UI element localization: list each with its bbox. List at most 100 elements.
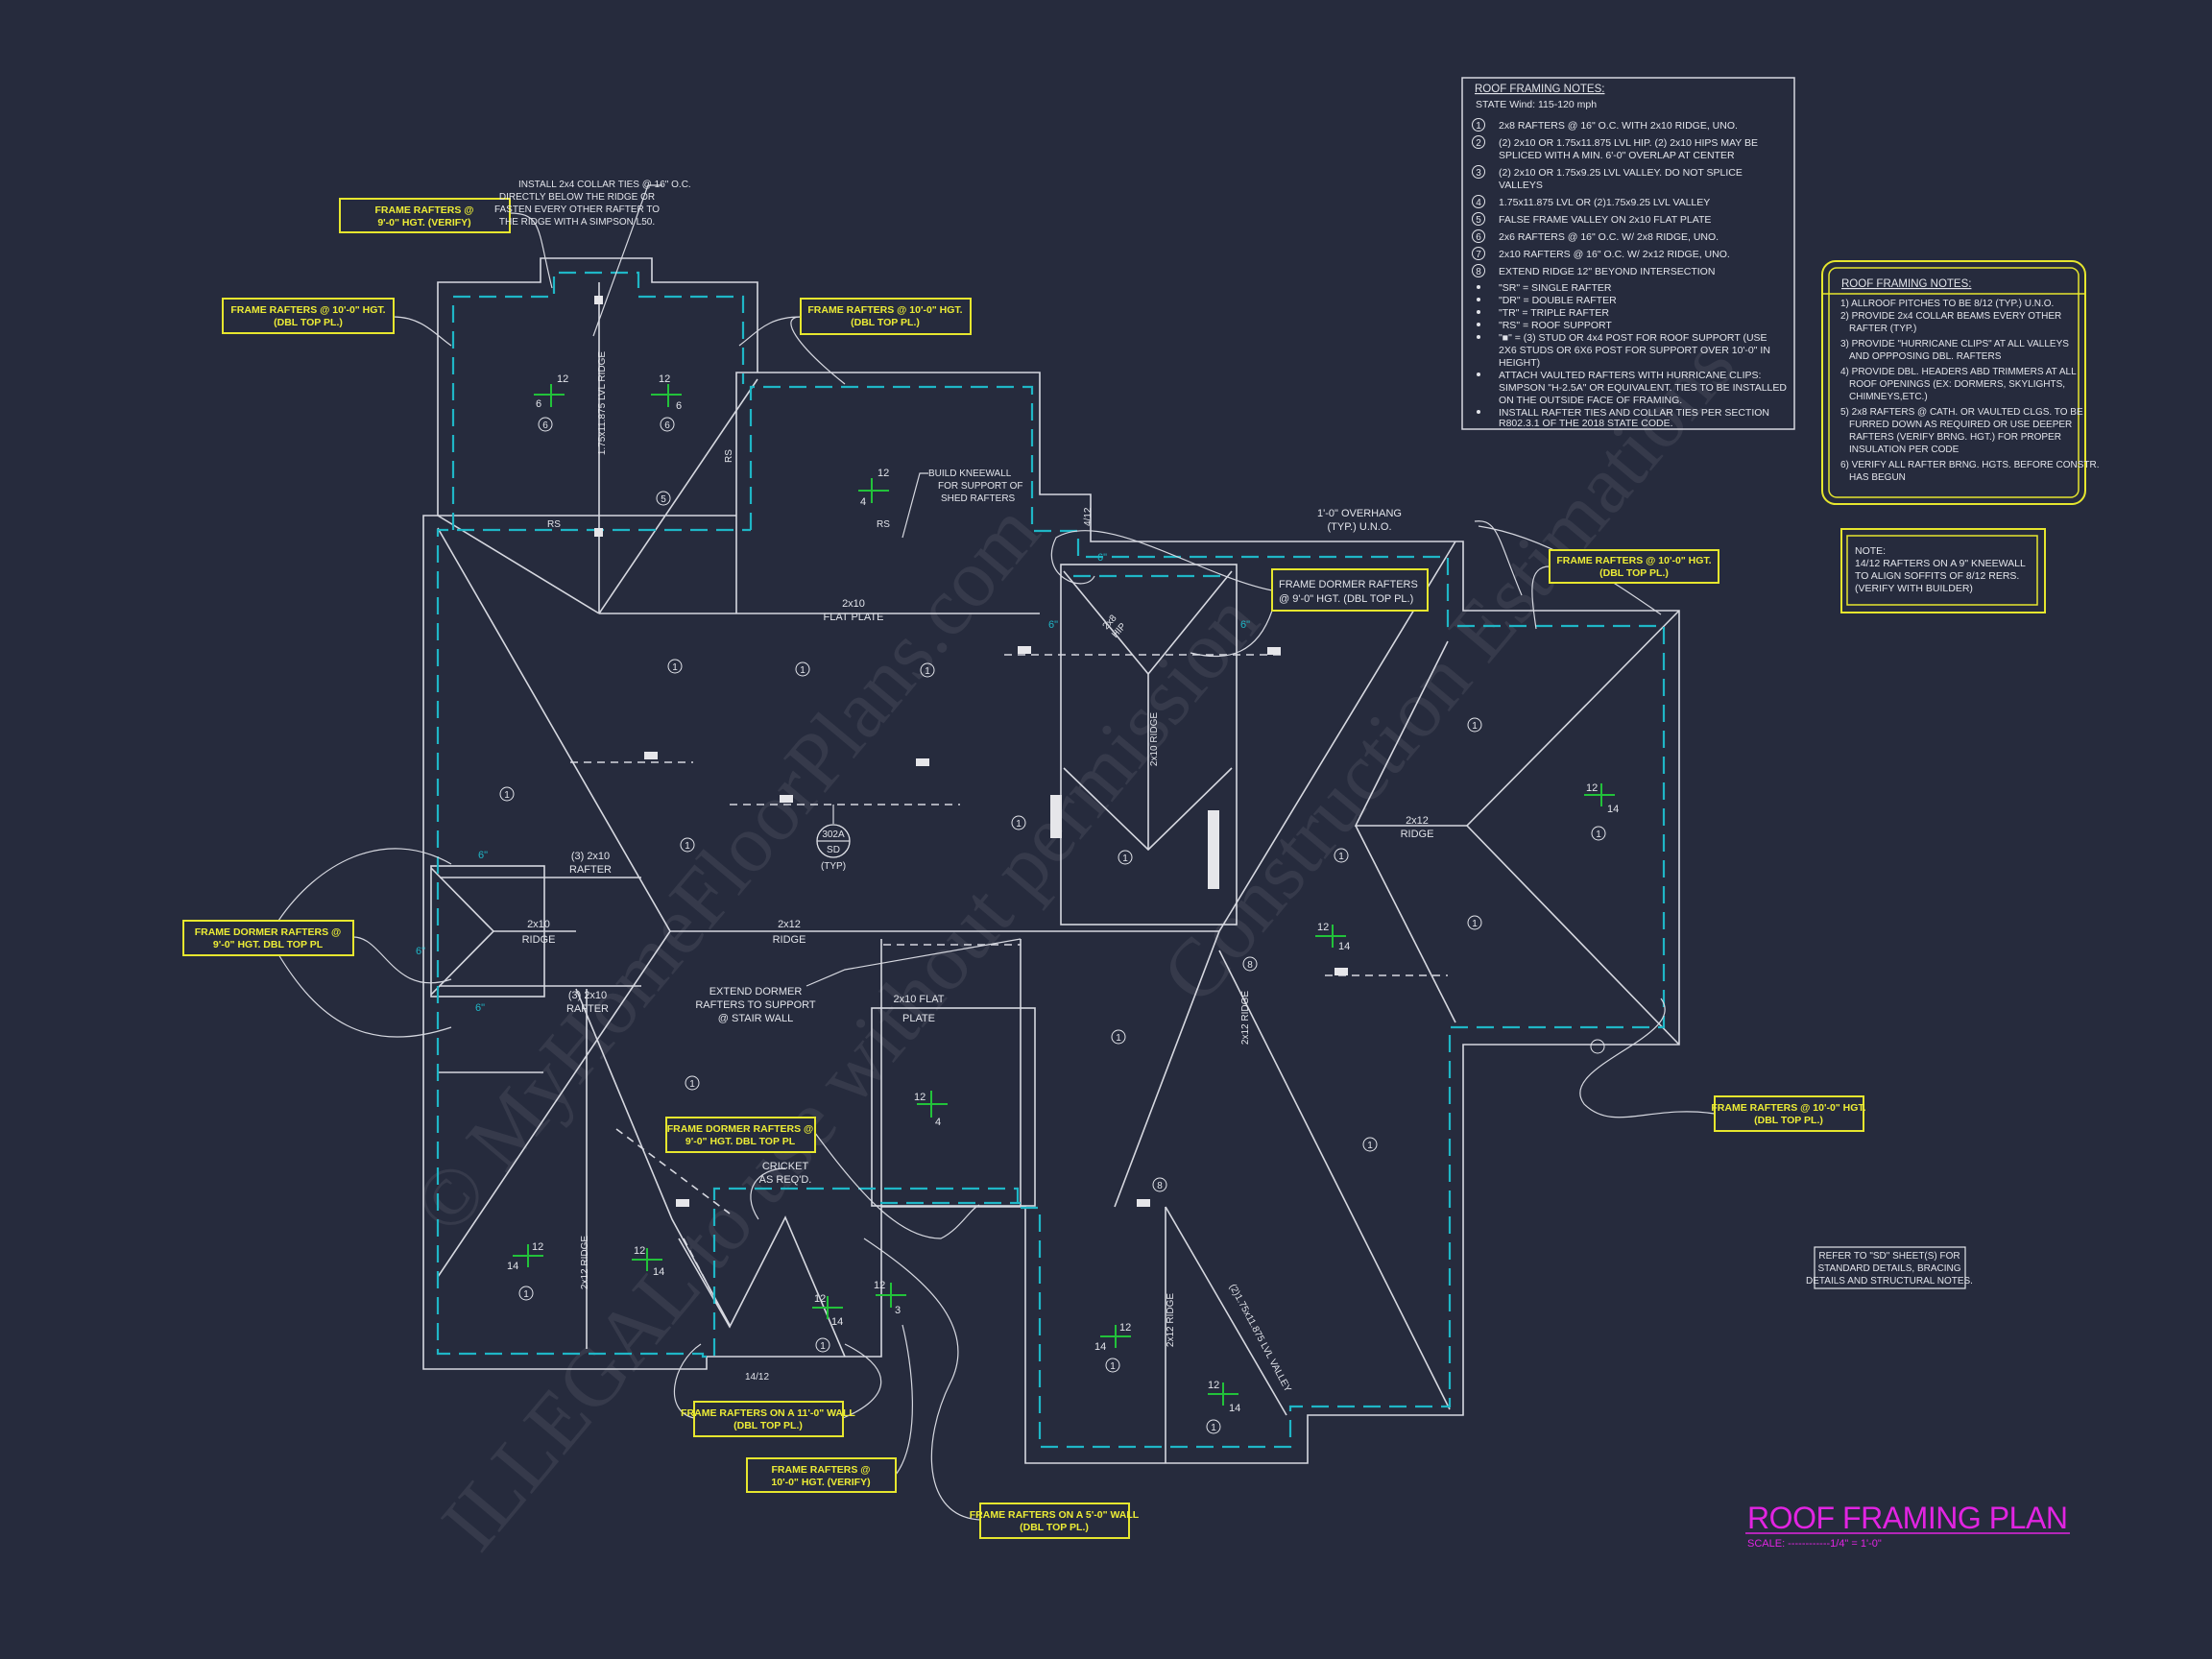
drawing-mark — [660, 417, 675, 432]
drawing-label: 9'-0" HGT. (VERIFY) — [377, 217, 470, 228]
drawing-label: PLATE — [902, 1013, 935, 1024]
drawing-label: 6 — [536, 398, 541, 410]
callout: FRAME RAFTERS @9'-0" HGT. (VERIFY) — [339, 198, 511, 233]
drawing-mark — [222, 298, 395, 334]
drawing-label: 12 — [634, 1245, 645, 1257]
drawing-mark — [917, 1091, 948, 1118]
drawing-label: 2x12 — [1406, 815, 1429, 827]
drawing-label: 1 — [1472, 919, 1478, 929]
note-number-icon — [1472, 135, 1485, 149]
tag-icon: 1 — [499, 786, 515, 802]
drawing-label: FRAME DORMER RAFTERS @ — [195, 926, 342, 938]
drawing-label: THE RIDGE WITH A SIMPSON L50. — [499, 217, 655, 228]
callout: FRAME DORMER RAFTERS @9'-0" HGT. DBL TOP… — [665, 1117, 816, 1153]
note-item: FALSE FRAME VALLEY ON 2x10 FLAT PLATE — [1499, 214, 1711, 226]
general-note-line: RAFTERS (VERIFY BRNG. HGT.) FOR PROPER — [1849, 432, 2061, 443]
tag-icon: 1 — [685, 1075, 700, 1091]
general-note-line: ROOF OPENINGS (EX: DORMERS, SKYLIGHTS, — [1849, 379, 2065, 390]
drawing-mark — [1477, 335, 1480, 339]
overhang-annotation: 1'-0" OVERHANG — [1317, 508, 1402, 519]
tag-icon: 1 — [1362, 1137, 1378, 1152]
drawing-mark — [656, 491, 671, 506]
drawing-label: 2x10 RIDGE — [1149, 712, 1160, 766]
drawing-label: (VERIFY WITH BUILDER) — [1855, 583, 1973, 594]
drawing-label: R802.3.1 OF THE 2018 STATE CODE. — [1499, 418, 1672, 429]
drawing-label: 6" — [1048, 619, 1058, 631]
drawing-mark — [499, 786, 515, 802]
drawing-label: NOTE: — [1855, 545, 1886, 557]
general-note-line: 3) PROVIDE "HURRICANE CLIPS" AT ALL VALL… — [1840, 339, 2069, 349]
drawing-label: RAFTER — [569, 864, 612, 876]
drawing-label: 1.75x11.875 LVL RIDGE — [597, 351, 608, 456]
general-note-line: 5) 2x8 RAFTERS @ CATH. OR VAULTED CLGS. … — [1840, 407, 2083, 418]
post-icon — [644, 752, 658, 759]
drawing-label: 1 — [689, 1079, 695, 1090]
drawing-label: FOR SUPPORT OF — [938, 481, 1023, 492]
annotations: INSTALL 2x4 COLLAR TIES @ 16" O.C. DIREC… — [416, 180, 1433, 1394]
drawing-mark — [667, 659, 683, 674]
drawing-mark — [1477, 298, 1480, 301]
tag-icon: 1 — [815, 1337, 830, 1353]
drawing-mark — [1208, 1382, 1238, 1406]
drawing-label: FLAT PLATE — [824, 612, 884, 623]
callout: FRAME RAFTERS @ 10'-0" HGT.(DBL TOP PL.) — [1711, 1095, 1866, 1132]
drawing-mark — [182, 920, 354, 956]
valley-line — [1218, 950, 1451, 1410]
tag-icon: 8 — [1152, 1177, 1167, 1192]
hip-line — [1355, 825, 1456, 1023]
drawing-mark — [277, 953, 452, 1038]
drawing-label: 14 — [653, 1266, 664, 1278]
drawing-label: 2x10 — [527, 919, 550, 930]
note-item: (2) 2x10 OR 1.75x9.25 LVL VALLEY. DO NOT… — [1499, 167, 1743, 179]
drawing-mark — [750, 1167, 786, 1220]
tag-icon: 1 — [1206, 1419, 1221, 1434]
drawing-label: @ 9'-0" HGT. (DBL TOP PL.) — [1279, 593, 1413, 605]
drawing-mark — [1477, 285, 1480, 289]
drawing-label: 1 — [1122, 854, 1128, 864]
drawing-mark — [1714, 1095, 1864, 1132]
wind-note: STATE Wind: 115-120 mph — [1476, 99, 1597, 110]
general-note-line: FURRED DOWN AS REQUIRED OR USE DEEPER — [1849, 420, 2072, 430]
drawing-label: 1 — [672, 662, 678, 673]
drawing-label: 1 — [1110, 1361, 1116, 1372]
drawing-label: 1 — [504, 790, 510, 801]
drawing-label: 3 — [1476, 168, 1481, 179]
callout: FRAME RAFTERS @ 10'-0" HGT.(DBL TOP PL.) — [222, 298, 395, 334]
drawing-mark — [863, 1238, 981, 1521]
drawing-label: STANDARD DETAILS, BRACING — [1817, 1263, 1960, 1274]
drawing-mark — [1467, 915, 1482, 930]
note-number-icon — [1472, 118, 1485, 132]
dormer-valley — [1063, 767, 1233, 852]
kneewall-note-box: NOTE: 14/12 RAFTERS ON A 9" KNEEWALL TO … — [1840, 528, 2046, 613]
drawing-label: 6 — [676, 400, 682, 412]
post-icon — [916, 758, 929, 766]
drawing-label: 10'-0" HGT. (VERIFY) — [771, 1477, 870, 1488]
drawing-label: 1 — [800, 665, 805, 676]
drawing-mark — [509, 212, 553, 289]
drawing-mark — [1814, 1246, 1966, 1289]
drawing-label: SIMPSON "H-2.5A" OR EQUIVALENT. TIES TO … — [1499, 382, 1787, 394]
drawing-mark — [393, 316, 452, 347]
drawing-mark — [1118, 850, 1133, 865]
main-outline — [422, 372, 1680, 1464]
post-icon — [1267, 647, 1281, 655]
drawing-mark — [1531, 565, 1551, 630]
general-note-line: AND OPPPOSING DBL. RAFTERS — [1849, 351, 2002, 362]
general-note-line: 2) PROVIDE 2x4 COLLAR BEAMS EVERY OTHER — [1840, 311, 2061, 322]
notes-border — [1461, 77, 1795, 430]
drawing-label: 2x12 RIDGE — [1166, 1293, 1176, 1347]
drawing-label: (3) 2x10 — [571, 851, 610, 862]
drawing-label: RAFTER — [566, 1003, 609, 1015]
cricket-lines — [678, 1215, 846, 1358]
tag-icon: 6 — [538, 417, 553, 432]
drawing-label: 12 — [557, 373, 568, 385]
drawing-label: (TYP.) U.N.O. — [1327, 521, 1391, 533]
drawing-label: 14 — [1607, 804, 1619, 815]
drawing-label: FRAME RAFTERS @ 10'-0" HGT. — [230, 304, 385, 316]
drawing-label: 9'-0" HGT. DBL TOP PL — [685, 1136, 796, 1147]
tag-icon: 6 — [660, 417, 675, 432]
note-number-icon — [1472, 165, 1485, 179]
note-item: SPLICED WITH A MIN. 6'-0" OVERLAP AT CEN… — [1499, 150, 1735, 161]
